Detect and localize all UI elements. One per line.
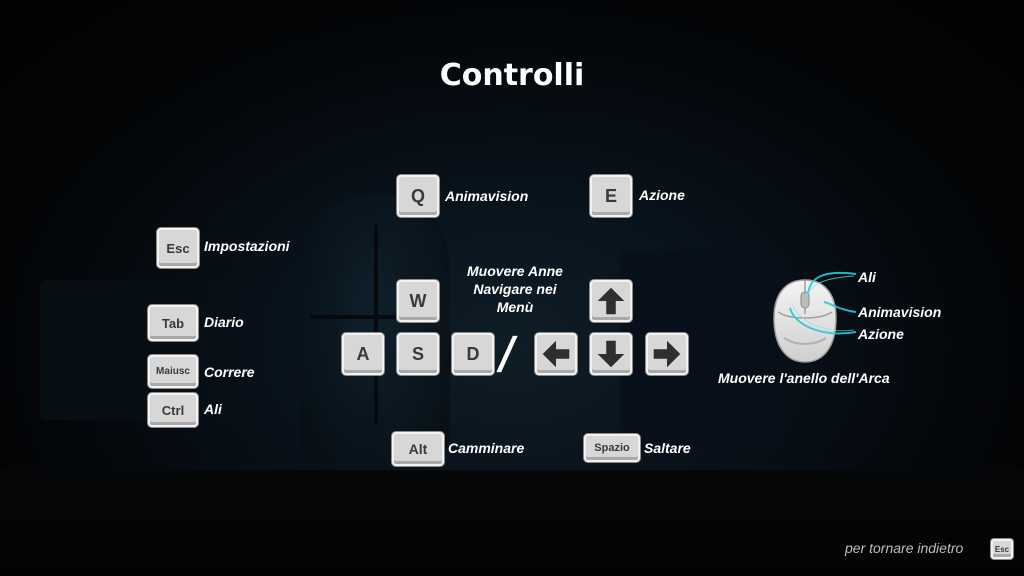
key-w: W bbox=[397, 280, 439, 322]
key-arrow-up bbox=[590, 280, 632, 322]
key-e-label: E bbox=[604, 185, 617, 206]
key-w-label: W bbox=[409, 290, 427, 311]
label-muovere-anne: Muovere Anne bbox=[467, 263, 563, 279]
key-d-label: D bbox=[466, 343, 480, 364]
key-ctrl-label: Ctrl bbox=[161, 402, 185, 418]
arrow-down-icon bbox=[597, 340, 625, 368]
mouse-trails-icon bbox=[789, 271, 857, 335]
key-arrow-left bbox=[535, 333, 577, 375]
key-e: E bbox=[590, 175, 632, 217]
key-s-label: S bbox=[411, 343, 424, 364]
back-esc-key-label: Esc bbox=[994, 544, 1010, 554]
mouse-label-animavision: Animavision bbox=[858, 304, 942, 320]
key-spazio-label: Spazio bbox=[594, 442, 630, 454]
key-d: D bbox=[452, 333, 494, 375]
background-furniture bbox=[40, 280, 240, 420]
key-maiusc-label: Maiusc bbox=[156, 366, 190, 377]
arrow-left-icon bbox=[542, 340, 570, 368]
key-esc: Esc bbox=[157, 228, 199, 268]
key-esc-label: Esc bbox=[166, 240, 190, 256]
label-navigare-nei: Navigare nei bbox=[473, 281, 557, 297]
label-ali: Ali bbox=[204, 401, 222, 417]
mouse-label-ali: Ali bbox=[858, 269, 876, 285]
key-q-label: Q bbox=[410, 185, 425, 206]
label-saltare: Saltare bbox=[644, 440, 691, 456]
arrow-up-icon bbox=[597, 287, 625, 315]
label-correre: Correre bbox=[204, 364, 255, 380]
key-tab-label: Tab bbox=[161, 315, 185, 331]
background-window bbox=[300, 195, 450, 465]
key-arrow-right bbox=[646, 333, 688, 375]
arrow-right-icon bbox=[653, 340, 681, 368]
label-menu: Menù bbox=[496, 299, 534, 315]
label-move-block: Muovere Anne Navigare nei Menù bbox=[455, 262, 575, 316]
key-s: S bbox=[397, 333, 439, 375]
label-diario: Diario bbox=[204, 314, 244, 330]
page-title: Controlli bbox=[439, 58, 585, 93]
key-alt: Alt bbox=[392, 432, 444, 466]
key-arrow-down bbox=[590, 333, 632, 375]
label-azione: Azione bbox=[639, 187, 685, 203]
key-a: A bbox=[342, 333, 384, 375]
mouse-icon bbox=[773, 279, 837, 363]
background-furniture bbox=[620, 250, 780, 450]
key-ctrl: Ctrl bbox=[148, 393, 198, 427]
key-spazio: Spazio bbox=[584, 434, 640, 462]
key-a-label: A bbox=[356, 343, 370, 364]
key-maiusc: Maiusc bbox=[148, 355, 198, 388]
mouse-label-azione: Azione bbox=[858, 326, 904, 342]
label-camminare: Camminare bbox=[448, 440, 525, 456]
back-hint-label: per tornare indietro bbox=[845, 540, 964, 556]
label-impostazioni: Impostazioni bbox=[204, 238, 290, 254]
key-q: Q bbox=[397, 175, 439, 217]
mouse-caption: Muovere l'anello dell'Arca bbox=[718, 370, 890, 386]
back-esc-key[interactable]: Esc bbox=[991, 539, 1013, 559]
label-animavision: Animavision bbox=[445, 188, 529, 204]
key-tab: Tab bbox=[148, 305, 198, 341]
background-floor bbox=[0, 470, 1024, 576]
key-alt-label: Alt bbox=[408, 441, 428, 457]
